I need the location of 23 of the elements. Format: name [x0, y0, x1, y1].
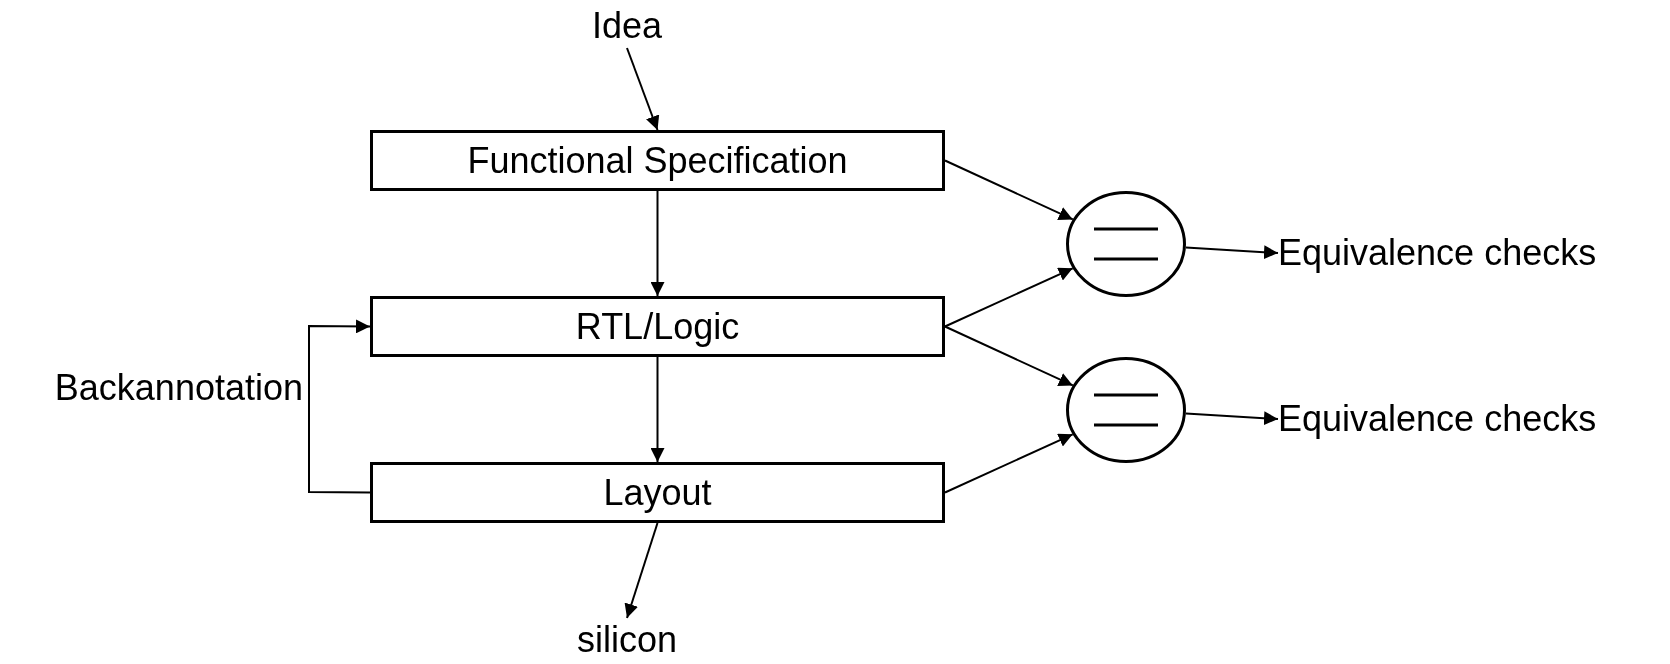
box-label: Functional Specification [467, 140, 848, 181]
process-box [370, 462, 945, 523]
arrow [308, 319, 371, 494]
comparator-circle [1066, 191, 1186, 297]
arrow [944, 267, 1074, 328]
output-label: silicon [576, 620, 677, 660]
arrow [944, 325, 1074, 387]
arrow [650, 190, 665, 297]
arrow [944, 433, 1074, 494]
result-label: Equivalence checks [1278, 233, 1597, 273]
comparator-circle [1066, 357, 1186, 463]
arrow [944, 159, 1074, 221]
arrow [626, 47, 660, 131]
box-label: RTL/Logic [575, 306, 740, 347]
process-box [370, 130, 945, 191]
start-label: Idea [591, 6, 663, 46]
box-label: Layout [603, 472, 712, 513]
process-box [370, 296, 945, 357]
arrow [1184, 411, 1279, 426]
arrow [1184, 245, 1279, 260]
arrow [624, 522, 659, 619]
result-label: Equivalence checks [1278, 399, 1597, 439]
arrow [650, 356, 665, 463]
